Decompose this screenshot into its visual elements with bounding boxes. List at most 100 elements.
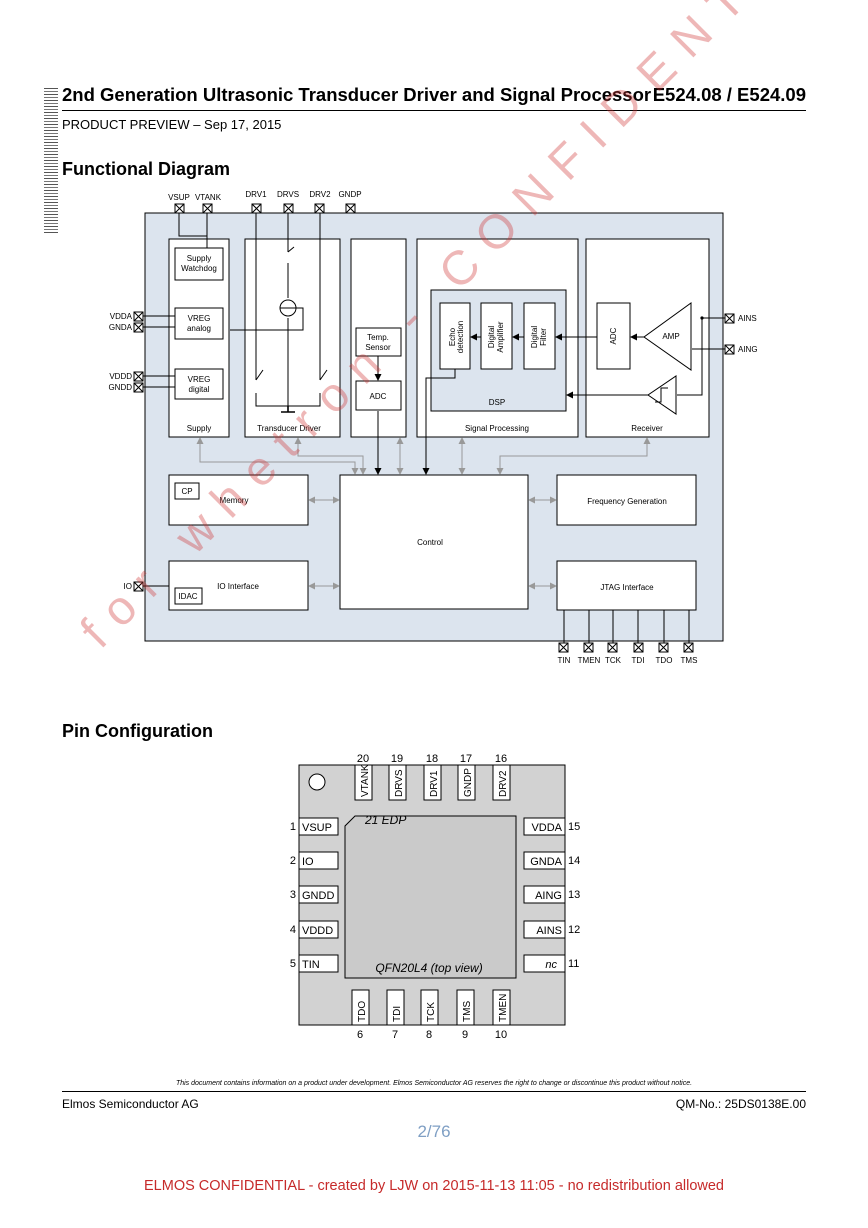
exposed-die-pad [344, 815, 517, 979]
adc-box [355, 380, 402, 411]
pin-name: VDDD [302, 925, 333, 937]
package-pin-7: 7 TDI [386, 989, 405, 1041]
pin-label-gndd: GNDD [108, 383, 132, 392]
pin-marker-tin [558, 642, 569, 653]
pin-number: 2 [290, 855, 296, 867]
package-pin-1: 1 VSUP [290, 817, 339, 836]
signal-processing-block: DSP Echo detection Digital Amplifier Dig… [416, 238, 579, 438]
pin-marker-vsup [174, 203, 185, 214]
supply-watchdog-box [174, 247, 224, 281]
package-pin-15: 15 VDDA [523, 817, 580, 836]
pin-number: 14 [568, 855, 580, 867]
package-pin-10: 10 TMEN [492, 989, 511, 1041]
package-pin-11: 11 nc [523, 954, 579, 973]
receiver-adc-box [596, 302, 631, 370]
pin-name: nc [545, 959, 557, 971]
pin-number: 9 [462, 1029, 468, 1041]
pin-number: 13 [568, 889, 580, 901]
temp-sensor-label-2: Sensor [365, 343, 391, 352]
pin-name: TIN [302, 959, 320, 971]
vreg-digital-label-1: VREG [188, 375, 211, 384]
footer-company: Elmos Semiconductor AG [62, 1097, 199, 1111]
transducer-driver-label: Transducer Driver [257, 424, 321, 433]
document-status: PRODUCT PREVIEW – Sep 17, 2015 [62, 117, 282, 132]
pin-name: DRV2 [498, 770, 509, 797]
pin-marker-vddd [133, 371, 144, 382]
pin-number: 16 [495, 753, 507, 765]
temp-sensor-box [355, 327, 402, 357]
package-left-pins: 1 VSUP 2 IO 3 GNDD 4 VDDD 5 TIN [290, 817, 339, 973]
section-title-pin-configuration: Pin Configuration [62, 721, 213, 741]
pin-marker-gndp [345, 203, 356, 214]
pin-name: TDI [392, 1006, 403, 1022]
pin-name: DRV1 [429, 770, 440, 797]
pin-label-gndp: GNDP [338, 190, 361, 199]
idac-label: IDAC [178, 592, 197, 601]
functional-diagram: VSUP VTANK DRV1 DRVS DRV2 GNDP VDDA GNDA… [108, 190, 758, 665]
document-code: E524.08 / E524.09 [652, 84, 806, 105]
pin-name: IO [302, 856, 314, 868]
right-pins: AINS AING [724, 313, 758, 355]
receiver-adc-label: ADC [609, 327, 618, 344]
pin-label-tms: TMS [681, 656, 698, 665]
pin-label-vddd: VDDD [109, 372, 132, 381]
amp-label: AMP [662, 332, 679, 341]
pin-label-drv2: DRV2 [309, 190, 331, 199]
package-pin-14: 14 GNDA [523, 851, 580, 870]
pin-number: 10 [495, 1029, 507, 1041]
barcode [44, 88, 58, 233]
pin-name: DRVS [394, 769, 405, 797]
comparator-triangle [647, 375, 677, 415]
package-pin-2: 2 IO [290, 851, 339, 870]
pin-name: GNDD [302, 890, 334, 902]
vreg-analog-label-1: VREG [188, 314, 211, 323]
pin-label-drv1: DRV1 [245, 190, 267, 199]
package-pin-16: 16 DRV2 [492, 753, 511, 801]
document-title: 2nd Generation Ultrasonic Transducer Dri… [62, 84, 652, 105]
package-pin-18: 18 DRV1 [423, 753, 442, 801]
transducer-driver-block: Transducer Driver [244, 238, 341, 438]
adc-label: ADC [370, 392, 387, 401]
jtag-interface-block [556, 560, 697, 611]
vreg-analog-label-2: analog [187, 324, 211, 333]
pin-label-tin: TIN [558, 656, 571, 665]
digital-filter-label-1: Digital [530, 326, 539, 348]
pin-name: VSUP [302, 822, 332, 834]
pin-marker-gndd [133, 382, 144, 393]
package-right-pins: 15 VDDA 14 GNDA 13 AING 12 AINS 11 nc [523, 817, 580, 973]
vreg-analog-box [174, 307, 224, 340]
package-pin-17: 17 GNDP [457, 753, 476, 801]
io-interface-label: IO Interface [217, 582, 259, 591]
pin-number: 11 [568, 958, 579, 970]
footer-disclaimer: This document contains information on a … [175, 1080, 693, 1087]
pin-name: VTANK [360, 764, 371, 797]
pin-label-gnda: GNDA [109, 323, 133, 332]
pin-marker-vtank [202, 203, 213, 214]
pin-label-drvs: DRVS [277, 190, 299, 199]
echo-detection-label-1: Echo [448, 327, 457, 346]
supply-block: Supply Watchdog VREG analog VREG digital… [168, 238, 230, 438]
cp-box [174, 482, 200, 500]
pin-name: TMS [462, 1001, 473, 1022]
pin-marker-drv2 [314, 203, 325, 214]
pin-marker-gnda [133, 322, 144, 333]
jtag-interface-label: JTAG Interface [600, 583, 654, 592]
package-pin-5: 5 TIN [290, 954, 339, 973]
pin-name: TDO [357, 1001, 368, 1022]
frequency-generation-block [556, 474, 697, 526]
supply-watchdog-label-2: Watchdog [181, 264, 217, 273]
dsp-label: DSP [489, 398, 505, 407]
signal-processing-label: Signal Processing [465, 424, 529, 433]
pin-name: AING [535, 890, 562, 902]
vreg-digital-label-2: digital [189, 385, 210, 394]
package-pin-9: 9 TMS [456, 989, 475, 1041]
temp-sensor-label-1: Temp. [367, 333, 389, 342]
pin-label-tdo: TDO [656, 656, 673, 665]
pin-number: 4 [290, 924, 296, 936]
pin-number: 18 [426, 753, 438, 765]
control-block [339, 474, 529, 610]
pin-number: 7 [392, 1029, 398, 1041]
supply-block-label: Supply [187, 424, 211, 433]
supply-watchdog-label-1: Supply [187, 254, 211, 263]
pin-label-tdi: TDI [632, 656, 645, 665]
